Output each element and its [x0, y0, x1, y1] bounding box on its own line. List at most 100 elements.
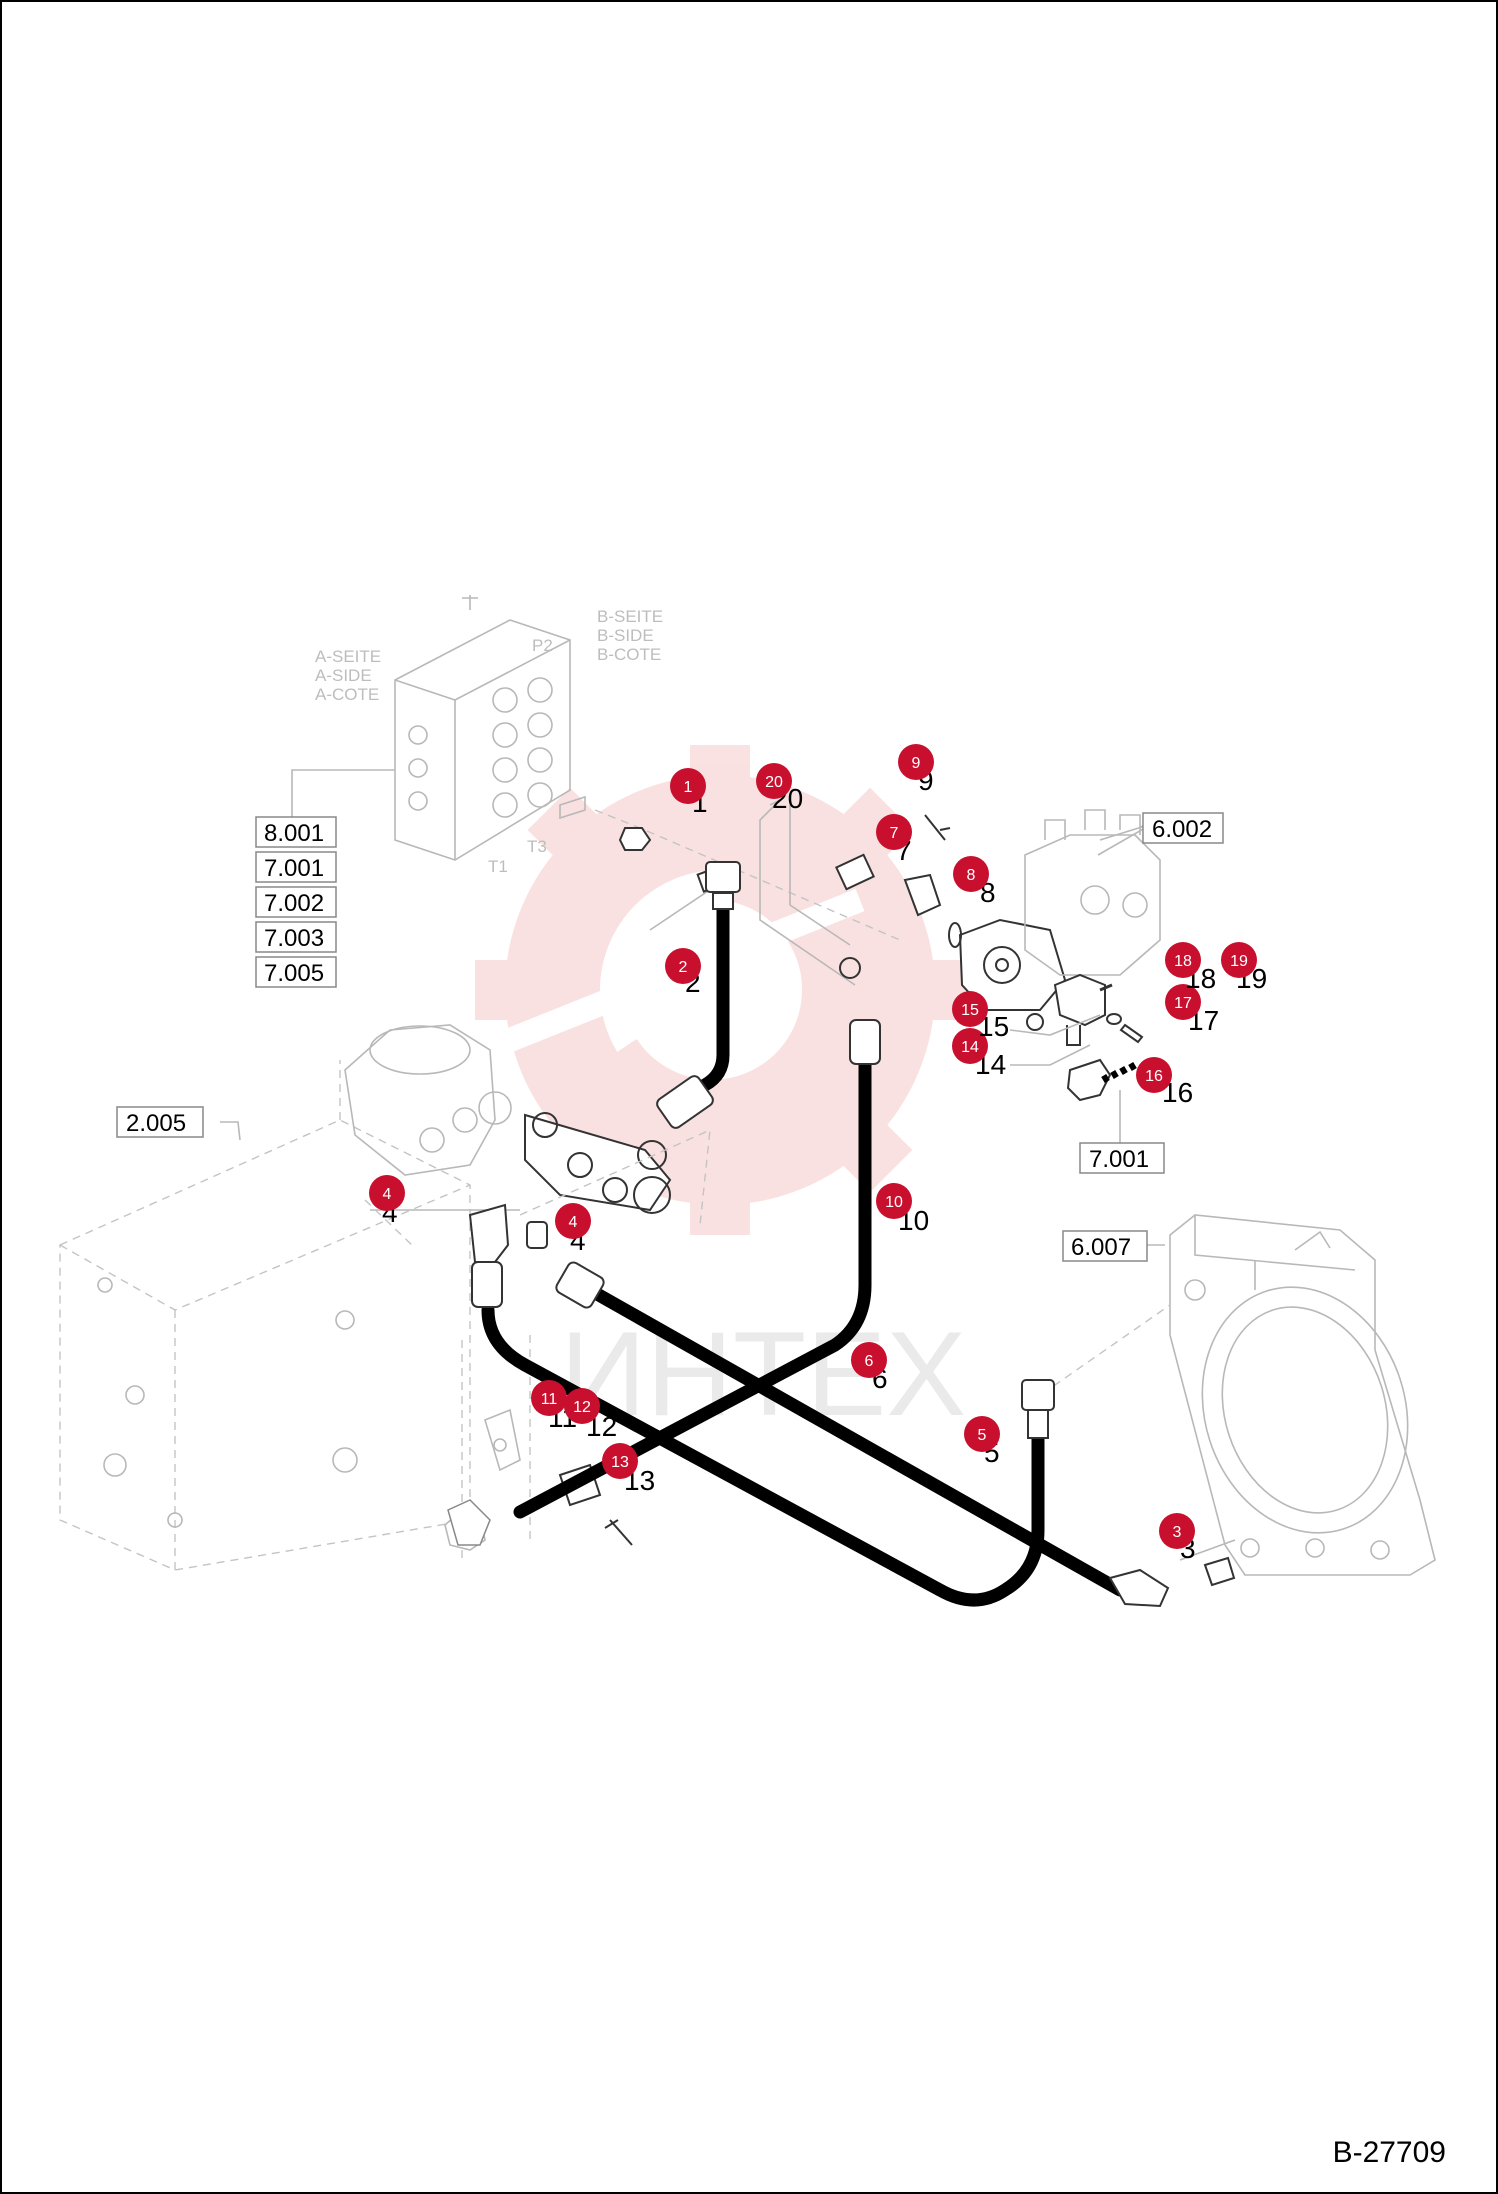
ref-7-003: 7.003 — [264, 925, 324, 952]
svg-text:6.007: 6.007 — [1071, 1234, 1131, 1261]
leader-relief-valve — [1010, 1044, 1091, 1066]
callout-marker — [876, 814, 912, 850]
svg-text:A-SEITE: A-SEITE — [315, 647, 381, 666]
callout-7: 77 — [876, 814, 912, 866]
main-pump-drawing — [1024, 809, 1161, 976]
callout-marker-label: 19 — [1230, 953, 1248, 970]
callout-marker — [602, 1443, 638, 1479]
callout-marker — [531, 1380, 567, 1416]
hose-lines — [481, 898, 1127, 1607]
callout-marker-label: 13 — [611, 1454, 629, 1471]
hose-end-fittings — [447, 861, 1236, 1608]
callout-marker — [670, 768, 706, 804]
leader-tank — [220, 1121, 241, 1141]
leader-pump-ref — [1097, 827, 1146, 856]
callout-marker — [876, 1183, 912, 1219]
a-side-labels: A-SEITE A-SIDE A-COTE — [315, 647, 381, 704]
callout-marker-label: 4 — [569, 1214, 578, 1231]
filter-housing-drawing — [344, 1024, 512, 1176]
callout-marker-label: 18 — [1174, 953, 1192, 970]
svg-text:A-COTE: A-COTE — [315, 685, 379, 704]
reference-box-valve-block: 7.001 — [1079, 1142, 1165, 1174]
routing-line-cooler-b — [1179, 1539, 1236, 1561]
svg-text:7.001: 7.001 — [1089, 1146, 1149, 1173]
ref-7-005: 7.005 — [264, 960, 324, 987]
oil-cooler-drawing — [1169, 1214, 1436, 1576]
hose-item-10 — [513, 1058, 872, 1519]
reference-box-tank: 2.005 — [116, 1106, 204, 1138]
reference-box-pump: 6.002 — [1142, 812, 1224, 844]
callout-marker-label: 3 — [1173, 1524, 1182, 1541]
callout-marker-label: 4 — [383, 1186, 392, 1203]
callout-marker-label: 6 — [865, 1353, 874, 1370]
callout-marker-label: 12 — [573, 1399, 591, 1416]
hose-20-outline-inner — [789, 805, 851, 946]
b-side-labels: B-SEITE B-SIDE B-COTE — [597, 607, 663, 664]
callout-marker-label: 1 — [684, 779, 693, 796]
ref-7-001: 7.001 — [264, 855, 324, 882]
callout-marker — [851, 1342, 887, 1378]
fitting-item-20 — [835, 853, 875, 979]
callout-marker — [1165, 984, 1201, 1020]
port-label-t3: T3 — [527, 837, 547, 856]
ref-7-002: 7.002 — [264, 890, 324, 917]
callout-marker — [1159, 1513, 1195, 1549]
leader-item-15 — [1009, 1014, 1101, 1036]
callout-marker — [1221, 942, 1257, 978]
callout-3: 33 — [1159, 1513, 1196, 1564]
hose-item-5 — [481, 1303, 1045, 1607]
manifold-block — [524, 1112, 672, 1214]
callout-marker — [964, 1416, 1000, 1452]
port-label-t1: T1 — [488, 857, 508, 876]
ref-8-001: 8.001 — [264, 820, 324, 847]
callout-layer: 1122334444556677889910101111121213131414… — [369, 744, 1267, 1564]
callout-marker — [564, 1388, 600, 1424]
callout-5: 55 — [964, 1416, 1000, 1468]
svg-text:2.005: 2.005 — [126, 1110, 186, 1137]
reference-box-group-valve: 8.001 7.001 7.002 7.003 7.005 — [255, 816, 337, 988]
hose-item-2 — [673, 898, 730, 1107]
callout-marker-label: 14 — [961, 1039, 979, 1056]
leader-valve-group — [291, 769, 395, 817]
hose-20-outline — [759, 799, 856, 986]
routing-line-cooler — [1039, 1304, 1171, 1391]
relief-valve-drawing — [1053, 973, 1144, 1102]
svg-text:B-COTE: B-COTE — [597, 645, 661, 664]
callout-marker-label: 20 — [765, 774, 783, 791]
callout-6: 66 — [851, 1342, 888, 1394]
routing-line-c — [364, 1199, 416, 1249]
callout-8: 88 — [953, 856, 996, 908]
callout-marker-label: 10 — [885, 1194, 903, 1211]
drawing-number: B-27709 — [1332, 2136, 1446, 2169]
callout-marker-label: 9 — [912, 755, 921, 772]
routing-line-a — [519, 1128, 711, 1226]
callout-marker — [1136, 1057, 1172, 1093]
callout-marker — [665, 948, 701, 984]
callout-marker-label: 11 — [541, 1391, 558, 1408]
callout-marker-label: 7 — [890, 825, 899, 842]
callout-marker — [1165, 942, 1201, 978]
callout-marker-label: 8 — [967, 867, 976, 884]
gear-pump-drawing — [903, 814, 1067, 1031]
callout-4a: 44 — [369, 1175, 405, 1228]
svg-text:B-SIDE: B-SIDE — [597, 626, 654, 645]
callout-4b: 44 — [555, 1203, 591, 1256]
callout-marker-label: 2 — [679, 959, 688, 976]
svg-text:B-SEITE: B-SEITE — [597, 607, 663, 626]
callout-1: 11 — [670, 768, 708, 818]
port-label-p2: P2 — [532, 636, 553, 655]
callout-marker — [756, 763, 792, 799]
callout-9: 99 — [898, 744, 934, 796]
svg-text:6.002: 6.002 — [1152, 816, 1212, 843]
callout-marker — [898, 744, 934, 780]
